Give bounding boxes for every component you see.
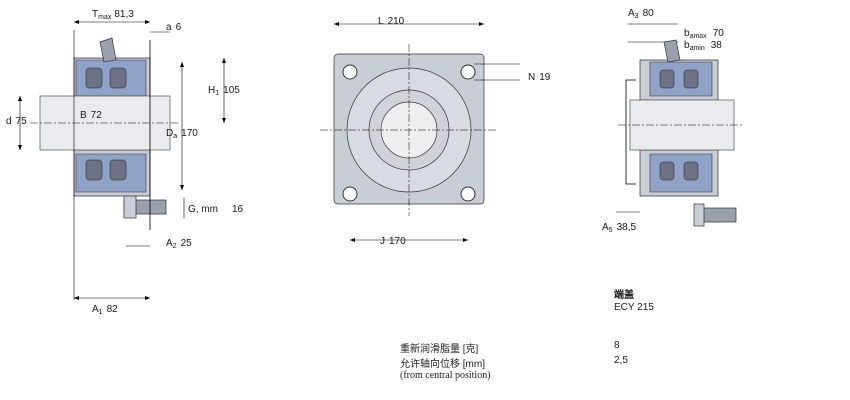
spec-relubrication-value: 8 [614, 340, 620, 351]
cap-bolt [699, 207, 737, 223]
roller-lower-right [109, 159, 127, 181]
roller-lower-left [85, 159, 103, 181]
spec-axial-displacement-value: 2,5 [614, 355, 628, 366]
cap-roller-3 [659, 161, 675, 181]
bolt-hole-top-left [342, 64, 358, 80]
end-cap-outline [625, 79, 636, 185]
roller-upper-right [109, 67, 127, 89]
cap-roller-4 [683, 161, 699, 181]
bolt-hole-top-right [460, 64, 476, 80]
bolt-hole-bottom-right [460, 186, 476, 202]
spec-relubrication-label: 重新润滑脂量 [克] [400, 344, 479, 355]
cap-roller-1 [659, 69, 675, 89]
grease-nipple [99, 37, 117, 63]
cap-roller-2 [683, 69, 699, 89]
spec-note: (from central position) [400, 370, 491, 381]
cap-inner-upper [649, 61, 713, 97]
cap-bolt-head [693, 203, 705, 227]
cap-inner-lower [649, 153, 713, 193]
end-cap-designation: ECY 215 [614, 302, 654, 313]
bolt-hole-bottom-left [342, 186, 358, 202]
end-cap-heading: 端盖 [614, 290, 634, 301]
bolt-head [123, 195, 137, 219]
roller-upper-left [85, 67, 103, 89]
spec-axial-displacement-label: 允许轴向位移 [mm] [400, 359, 485, 370]
cap-grease-nipple [663, 39, 681, 63]
